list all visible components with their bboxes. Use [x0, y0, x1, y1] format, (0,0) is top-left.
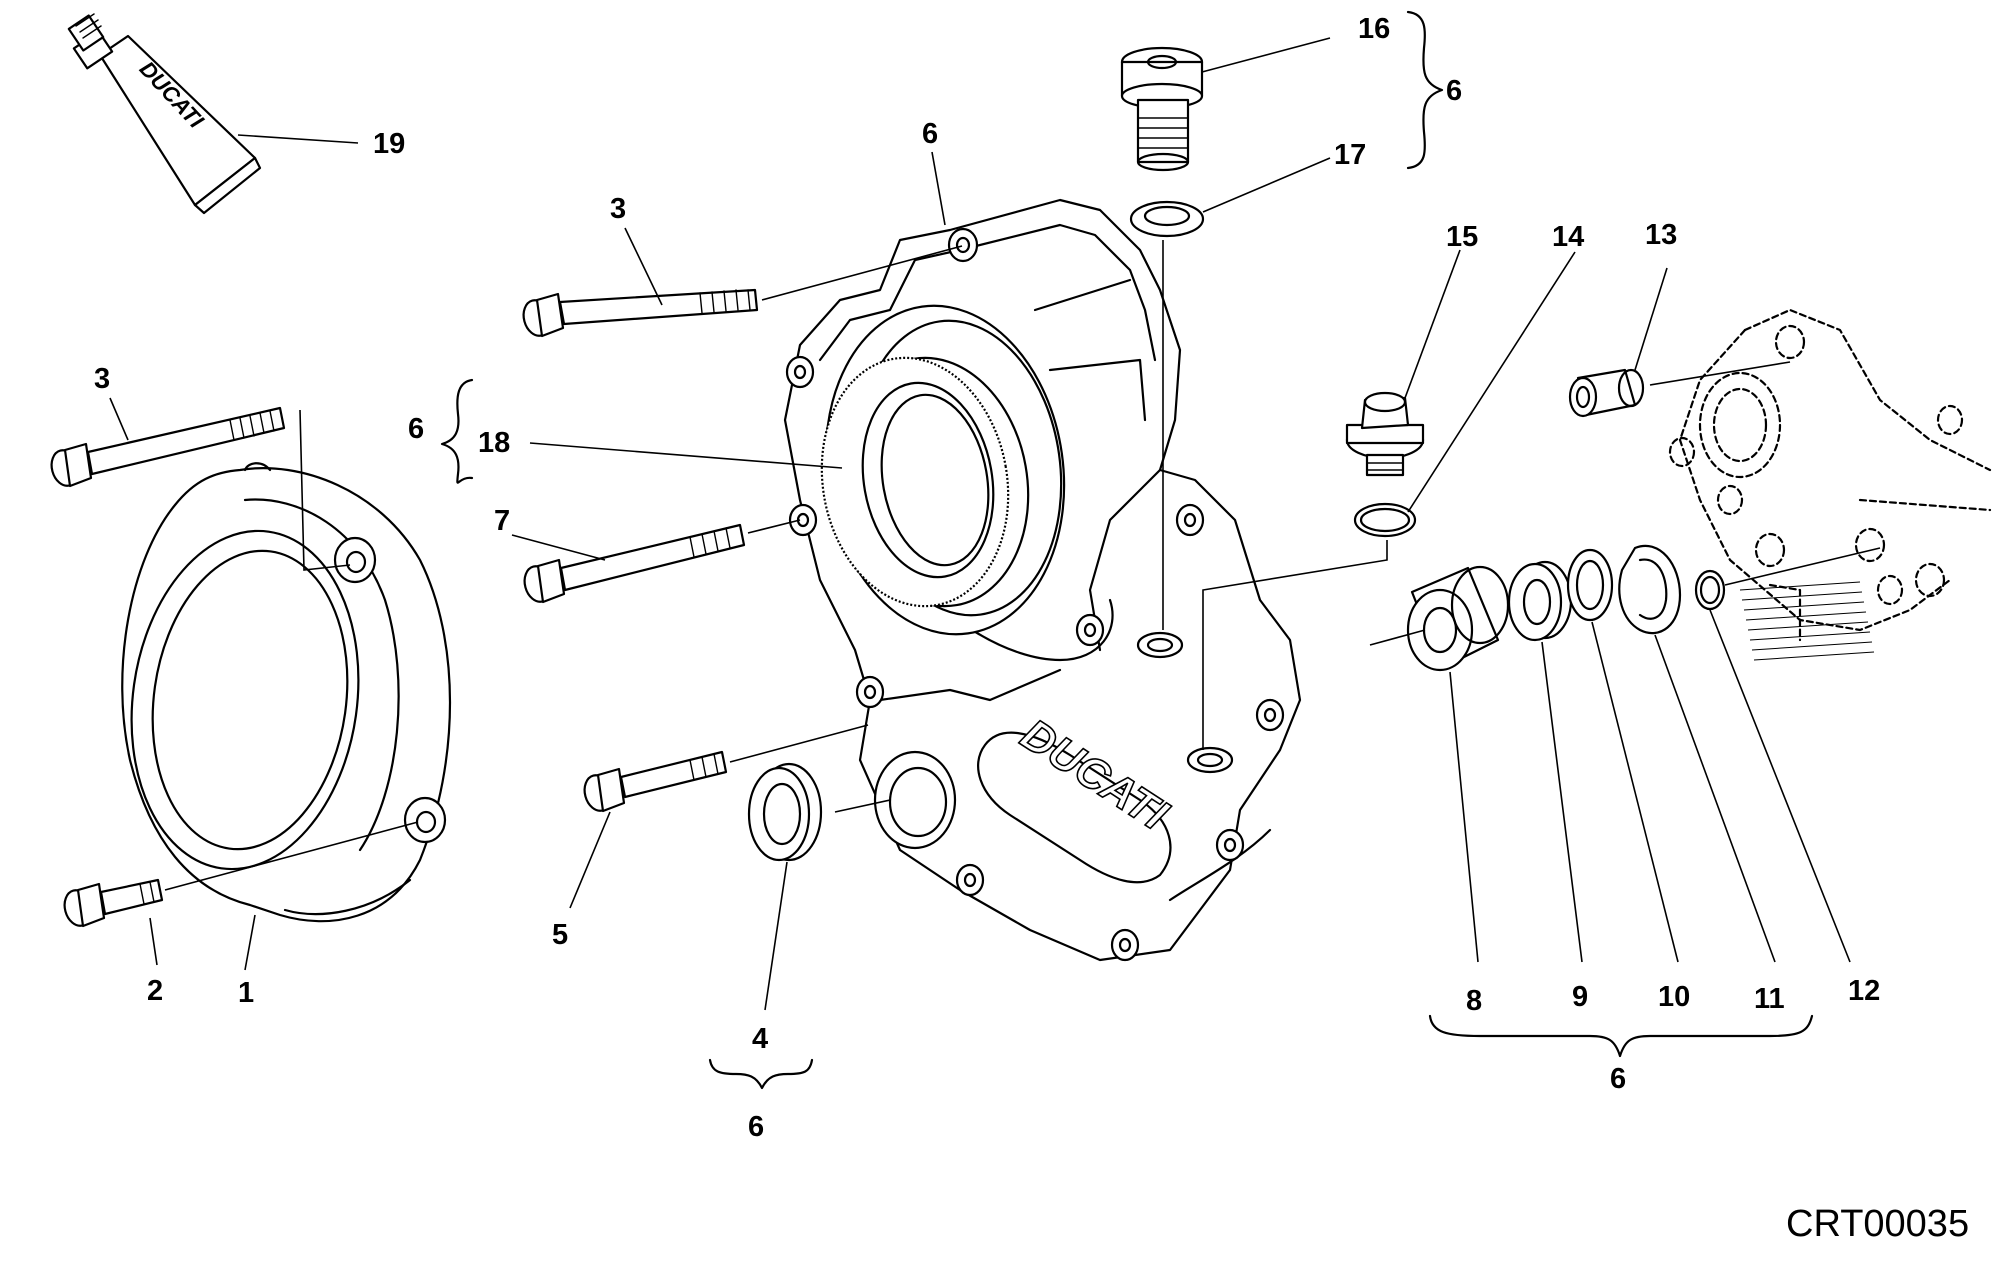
- callout-8: 8: [1466, 985, 1482, 1017]
- callout-6-seal: 6: [408, 413, 424, 445]
- callout-2: 2: [147, 975, 163, 1007]
- circlip-11: [1618, 544, 1776, 963]
- callout-10: 10: [1658, 981, 1690, 1013]
- callout-5: 5: [552, 919, 568, 951]
- brace-8-11: [1428, 1014, 1814, 1058]
- bolt-5: [583, 724, 869, 813]
- bolt-3-top: [522, 245, 963, 338]
- o-ring-14: [1202, 251, 1576, 750]
- callout-1: 1: [238, 977, 254, 1009]
- callout-12: 12: [1848, 975, 1880, 1007]
- crankcase-phantom: [1668, 308, 1992, 642]
- callout-3-left: 3: [94, 363, 110, 395]
- drawing-code: CRT00035: [1786, 1203, 1969, 1245]
- plug-15: [1345, 249, 1461, 477]
- o-ring-12: [1694, 547, 1881, 963]
- callout-6-bolt: 6: [1446, 75, 1462, 107]
- callout-19: 19: [373, 128, 405, 160]
- callout-4: 4: [752, 1023, 768, 1055]
- dowel-13: [1568, 267, 1791, 418]
- seal-4: [747, 762, 891, 862]
- callout-6-kit8: 6: [1610, 1063, 1626, 1095]
- clutch-cover: [121, 462, 452, 923]
- crankcase-cover: DUCATI: [783, 198, 1302, 962]
- brace-4: [708, 1058, 814, 1090]
- callout-17: 17: [1334, 139, 1366, 171]
- callout-16: 16: [1358, 13, 1390, 45]
- callout-18: 18: [478, 427, 510, 459]
- callout-3-top: 3: [610, 193, 626, 225]
- callout-13: 13: [1645, 219, 1677, 251]
- brace-18: [440, 378, 474, 484]
- callout-9: 9: [1572, 981, 1588, 1013]
- callout-15: 15: [1446, 221, 1478, 253]
- callout-6-kit4: 6: [748, 1111, 764, 1143]
- bolt-3-left: [50, 406, 351, 571]
- seal-9: [1507, 560, 1583, 963]
- washer-17: [1129, 157, 1331, 630]
- sealant-tube: DUCATI: [67, 13, 359, 215]
- callout-7: 7: [494, 505, 510, 537]
- oil-seal-18: [529, 356, 1030, 608]
- callout-6-cover: 6: [922, 118, 938, 150]
- brace-16-17: [1406, 10, 1444, 170]
- bolt-16: [1120, 37, 1331, 172]
- bolt-2: [63, 821, 419, 928]
- bushing-8: [1369, 565, 1510, 963]
- callout-14: 14: [1552, 221, 1584, 253]
- crankcase-fins: [1739, 581, 1875, 661]
- washer-10: [1566, 548, 1679, 963]
- callout-11: 11: [1754, 983, 1785, 1015]
- bolt-7: [523, 519, 801, 604]
